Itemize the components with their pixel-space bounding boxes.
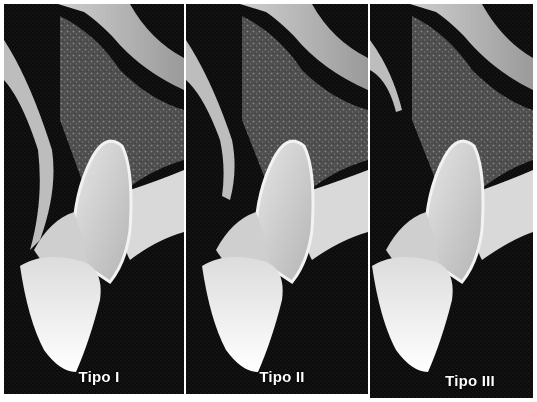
- panel-3-caption: Tipo III: [410, 373, 530, 390]
- panel-2-caption: Tipo II: [222, 369, 342, 386]
- panel-1-caption: Tipo I: [39, 369, 159, 386]
- panel-tipo-3: [370, 4, 533, 398]
- panel-tipo-1: [4, 4, 184, 394]
- panel-tipo-2: [186, 4, 368, 394]
